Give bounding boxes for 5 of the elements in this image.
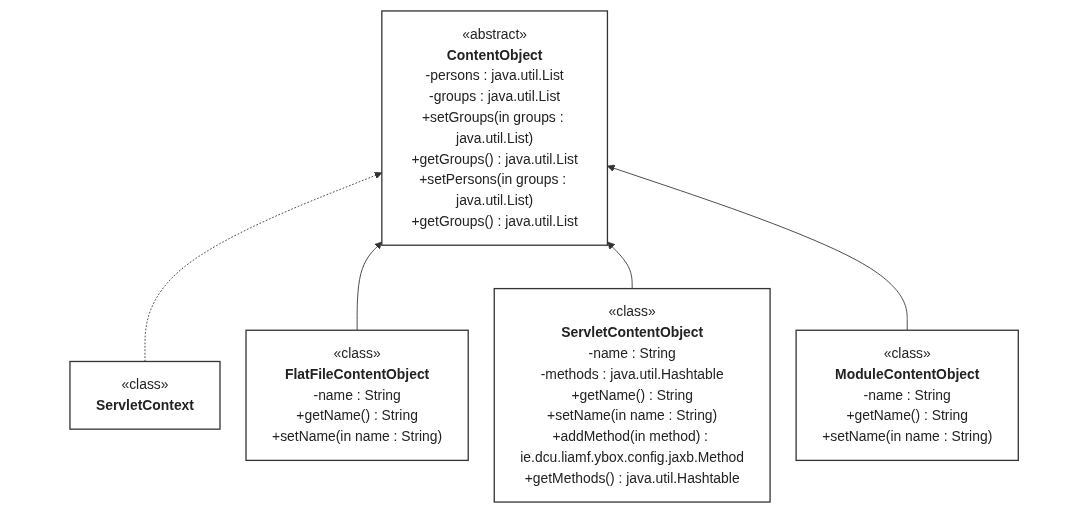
node-box: «class» FlatFileContentObject -name : String +getName() : String +setName(in name : String) xyxy=(245,329,469,462)
node-box: «class» ServletContext xyxy=(69,360,221,430)
node-box: «class» ModuleContentObject -name : String +getName() : String +setName(in name : String) xyxy=(795,329,1019,462)
node-box: «class» ServletContentObject -name : String -methods : java.util.Hashtable +getName() : String +setName(in name : String) +addMethod(in method) : ie.dcu.liamf.ybox.config.jaxb.Method +getMethods() : java.util.Hashtable xyxy=(493,287,771,503)
node-box: «abstract» ContentObject -persons : java.util.List -groups : java.util.List +setGroups(in groups : java.util.List) +getGroups() : java.util.List +setPersons(in groups : java.util.List) +getGroups() : java.util.List xyxy=(381,10,608,246)
